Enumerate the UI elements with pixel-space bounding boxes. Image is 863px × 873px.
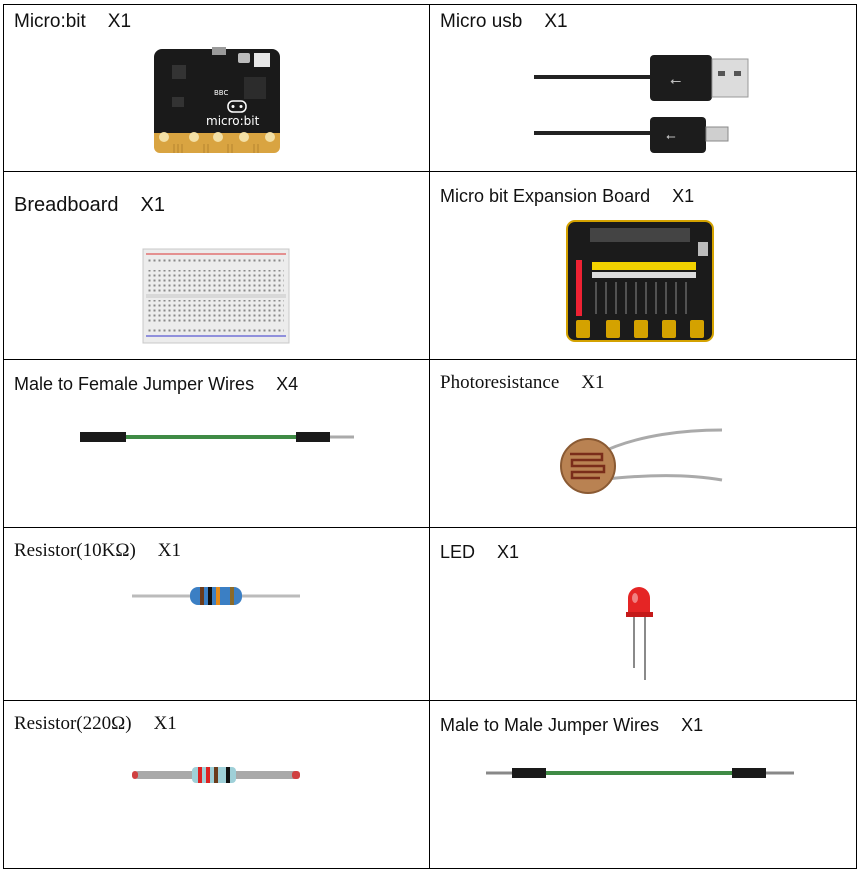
resistor-220-image bbox=[132, 767, 300, 783]
item-label: Breadboard X1 bbox=[14, 194, 165, 217]
item-name: Micro bit Expansion Board bbox=[440, 186, 651, 206]
usb-cable-image: ⭠ ⭠ bbox=[534, 55, 749, 153]
mm-jumper-wire-image bbox=[486, 768, 794, 778]
led-image bbox=[626, 587, 653, 680]
item-name: Resistor(10KΩ) bbox=[14, 540, 136, 561]
table-row: Micro:bit X1 BBC micro:bit bbox=[3, 4, 857, 172]
item-name: Male to Male Jumper Wires bbox=[440, 715, 660, 735]
item-qty: X1 bbox=[681, 715, 704, 735]
item-qty: X1 bbox=[107, 11, 132, 32]
cell-breadboard: Breadboard X1 bbox=[3, 171, 430, 360]
item-name: Micro usb bbox=[440, 11, 523, 32]
item-qty: X1 bbox=[157, 540, 182, 561]
item-name: LED bbox=[440, 542, 476, 562]
cell-photoresistance: Photoresistance X1 bbox=[429, 359, 857, 528]
table-row: Male to Female Jumper Wires X4 Photoresis… bbox=[3, 359, 857, 528]
resistor-10k-image bbox=[132, 587, 300, 605]
item-name: Resistor(220Ω) bbox=[14, 713, 132, 734]
item-label: Male to Male Jumper Wires X1 bbox=[440, 715, 703, 736]
microbit-logo-text: micro:bit bbox=[206, 114, 260, 128]
item-name: Micro:bit bbox=[14, 11, 86, 32]
item-label: Micro:bit X1 bbox=[14, 11, 131, 33]
item-name: Photoresistance bbox=[440, 372, 560, 393]
item-label: LED X1 bbox=[440, 542, 519, 563]
item-qty: X1 bbox=[581, 372, 605, 393]
cell-led: LED X1 bbox=[429, 527, 857, 701]
item-label: Photoresistance X1 bbox=[440, 372, 605, 394]
microbit-board-image: BBC micro:bit bbox=[154, 47, 280, 153]
bbc-logo-text: BBC bbox=[214, 89, 228, 97]
item-label: Resistor(10KΩ) X1 bbox=[14, 540, 181, 562]
cell-resistor-220: Resistor(220Ω) X1 bbox=[3, 700, 430, 869]
item-qty: X1 bbox=[544, 11, 568, 32]
usb-symbol-icon: ⭠ bbox=[666, 129, 676, 143]
item-label: Male to Female Jumper Wires X4 bbox=[14, 374, 298, 395]
usb-symbol-icon: ⭠ bbox=[670, 73, 681, 89]
cell-mf-jumper: Male to Female Jumper Wires X4 bbox=[3, 359, 430, 528]
item-qty: X1 bbox=[140, 194, 165, 216]
mf-jumper-wire-image bbox=[80, 432, 354, 442]
item-qty: X1 bbox=[672, 186, 695, 206]
cell-resistor-10k: Resistor(10KΩ) X1 bbox=[3, 527, 430, 701]
item-label: Micro usb X1 bbox=[440, 11, 568, 33]
item-qty: X1 bbox=[497, 542, 520, 562]
item-label: Micro bit Expansion Board X1 bbox=[440, 186, 694, 207]
cell-expansion-board: Micro bit Expansion Board X1 bbox=[429, 171, 857, 360]
cell-microbit: Micro:bit X1 BBC micro:bit bbox=[3, 4, 430, 172]
expansion-board-image bbox=[566, 220, 714, 342]
item-label: Resistor(220Ω) X1 bbox=[14, 713, 177, 735]
item-qty: X1 bbox=[153, 713, 177, 734]
table-row: Breadboard X1 Micro bit Expansion Board X1 bbox=[3, 171, 857, 360]
item-name: Male to Female Jumper Wires bbox=[14, 374, 255, 394]
item-qty: X4 bbox=[276, 374, 299, 394]
item-name: Breadboard bbox=[14, 194, 119, 216]
cell-mm-jumper: Male to Male Jumper Wires X1 bbox=[429, 700, 857, 869]
breadboard-image bbox=[142, 248, 290, 344]
photoresistor-image bbox=[560, 428, 723, 494]
table-row: Resistor(220Ω) X1 Male to Male Jumper Wir… bbox=[3, 700, 857, 869]
table-row: Resistor(10KΩ) X1 LED X1 bbox=[3, 527, 857, 701]
cell-micro-usb: Micro usb X1 ⭠ ⭠ bbox=[429, 4, 857, 172]
